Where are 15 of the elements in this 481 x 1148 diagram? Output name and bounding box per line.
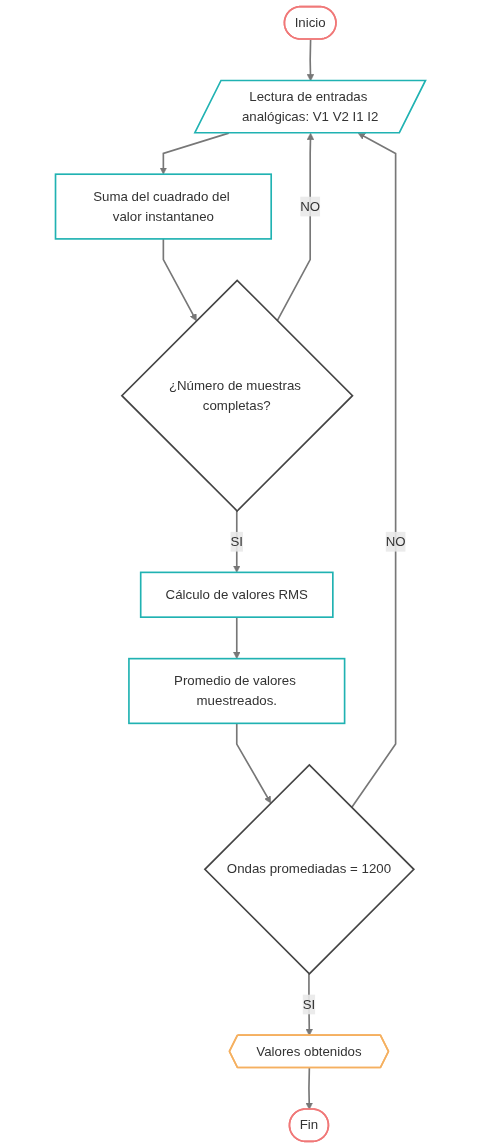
- arrow: [350, 132, 397, 809]
- edge-label: SI: [302, 997, 316, 1012]
- arrow: [162, 238, 197, 322]
- arrow: [276, 132, 315, 322]
- node-diamond: Ondas promediadas = 1200: [203, 763, 415, 975]
- node-diamond: ¿Número de muestras completas?: [120, 279, 354, 513]
- edge-label: NO: [385, 534, 406, 549]
- edge-label: SI: [230, 534, 244, 549]
- arrow: [235, 722, 272, 804]
- arrow: [233, 616, 241, 659]
- node-box: Promedio de valores muestreados.: [128, 657, 346, 725]
- node-box: Suma del cuadrado del valor instantaneo: [54, 173, 272, 240]
- arrow: [305, 1067, 313, 1110]
- edge-label: NO: [300, 199, 321, 214]
- node-box: Cálculo de valores RMS: [139, 571, 334, 618]
